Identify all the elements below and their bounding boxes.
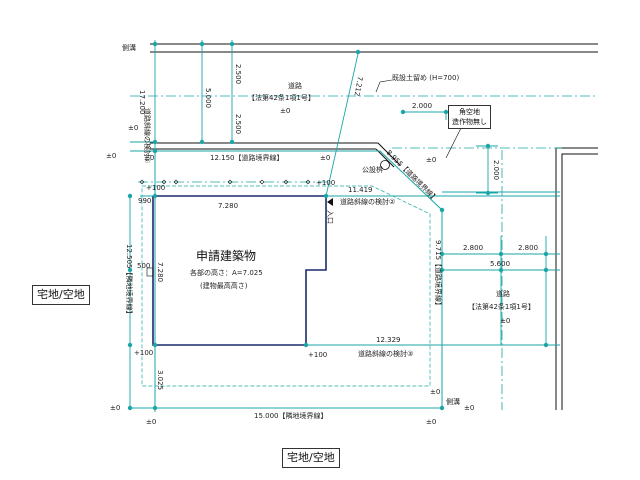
dim-7212: 7.212	[353, 76, 364, 97]
site-boundary-left: 12.505【隣地境界線】	[125, 244, 134, 318]
road-right-level: ±0	[500, 317, 510, 325]
public-manhole-icon	[380, 160, 390, 170]
dim-2800-b: 2.800	[518, 244, 538, 252]
slope-check-2: 道路斜線の検討②	[340, 197, 395, 206]
dim-3025: 3.025	[156, 370, 164, 390]
level-zero: ±0	[146, 418, 156, 426]
level-zero: ±0	[106, 152, 116, 160]
level-plus100: +100	[316, 179, 335, 187]
dim-2800-a: 2.800	[463, 244, 483, 252]
building-height: 各部の高さ：A=7.025	[190, 268, 263, 277]
site-boundary-bottom: 15.000【隣地境界線】	[254, 411, 328, 420]
road-right-label: 道路	[496, 289, 510, 298]
level-zero: ±0	[464, 404, 474, 412]
road-right-law: 【法第42条1項1号】	[468, 302, 535, 311]
slope-check-1: 道路斜線の検討①	[143, 108, 152, 163]
retaining-leader	[375, 79, 393, 93]
no-structure-line-2: 造作物無し	[452, 118, 487, 126]
dim-7280-h: 7.280	[218, 202, 238, 210]
level-zero: ±0	[144, 154, 154, 162]
survey-points	[127, 41, 549, 411]
level-plus100: +100	[146, 184, 165, 192]
dim-2000-h: 2.000	[412, 102, 432, 110]
dim-2500-b: 2.500	[234, 114, 242, 134]
retaining-label: 既設土留め (H=700)	[392, 73, 459, 82]
bottom-vacant-label: 宅地/空地	[282, 448, 340, 468]
side-ditch-top-label: 側溝	[122, 43, 136, 52]
entrance-arrow-icon	[327, 198, 333, 206]
level-plus100: +100	[308, 351, 327, 359]
dim-12329: 12.329	[376, 336, 401, 344]
level-zero: ±0	[110, 404, 120, 412]
dim-500: 500	[137, 262, 150, 270]
building-corner-marker	[146, 267, 154, 277]
slope-check-3: 道路斜線の検討③	[358, 349, 413, 358]
level-plus100: +100	[134, 349, 153, 357]
side-ditch-bottom-label: 側溝	[446, 397, 460, 406]
road-boundary-slope: 9.715【道路境界線】	[434, 240, 443, 309]
dim-5000: 5.000	[204, 88, 212, 108]
dim-990: 990	[138, 197, 151, 205]
dim-7280-v: 7.280	[156, 262, 164, 282]
no-structure-box: 角空地 造作物無し	[448, 105, 491, 129]
corner-leader	[445, 125, 463, 159]
public-manhole-label: 公設桝	[362, 165, 383, 174]
site-boundary	[130, 150, 443, 409]
dim-11419: 11.419	[348, 186, 373, 194]
center-lines	[130, 95, 598, 410]
building-title: 申請建築物	[196, 248, 256, 263]
dim-2000-v: 2.000	[492, 160, 500, 180]
road-top-level: ±0	[280, 107, 290, 115]
dim-17200: 17.200	[138, 90, 146, 115]
road-top-law: 【法第42条1項1号】	[248, 93, 315, 102]
level-zero: ±0	[320, 154, 330, 162]
dim-2500-a: 2.500	[234, 64, 242, 84]
setback-line	[141, 185, 431, 387]
dim-5600: 5.600	[490, 260, 510, 268]
level-zero: ±0	[128, 124, 138, 132]
level-zero: ±0	[430, 388, 440, 396]
building-height-note: (建物最高高さ)	[200, 281, 248, 290]
road-boundary-top: 12.150【道路境界線】	[210, 153, 284, 162]
level-zero: ±0	[426, 156, 436, 164]
road-top-label: 道路	[288, 81, 302, 90]
left-vacant-label: 宅地/空地	[32, 285, 90, 305]
level-zero: ±0	[426, 418, 436, 426]
grid-markers	[139, 179, 311, 185]
no-structure-line-1: 角空地	[459, 108, 480, 116]
entrance-label: 入口	[326, 210, 334, 224]
